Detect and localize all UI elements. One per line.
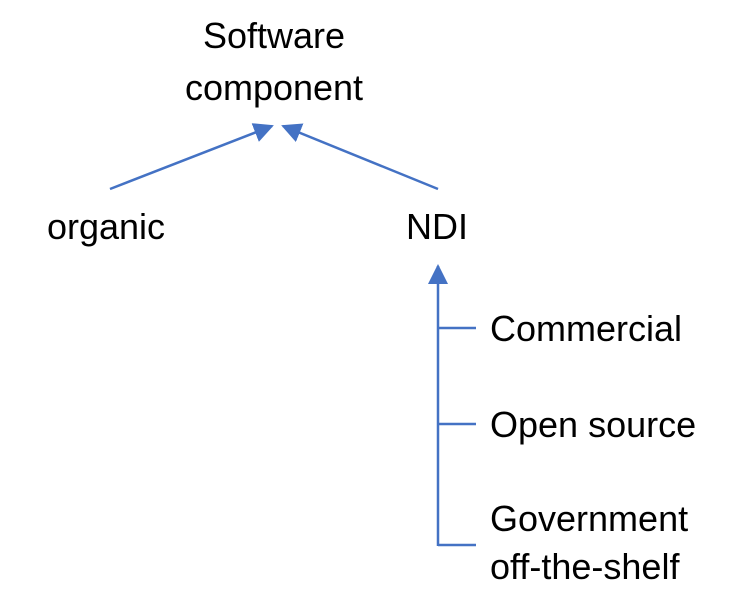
organic-label: organic: [47, 206, 165, 247]
root-label-line1: Software: [203, 15, 345, 56]
ndi-label: NDI: [406, 206, 468, 247]
type-open-source: Open source: [490, 404, 696, 445]
root-label-line2: component: [185, 67, 363, 108]
arrow-ndi-to-root: [281, 123, 439, 191]
type-government-line2: off-the-shelf: [490, 546, 680, 587]
type-government-line1: Government: [490, 498, 688, 539]
arrow-organic-to-root: [109, 123, 274, 191]
type-commercial: Commercial: [490, 308, 682, 349]
